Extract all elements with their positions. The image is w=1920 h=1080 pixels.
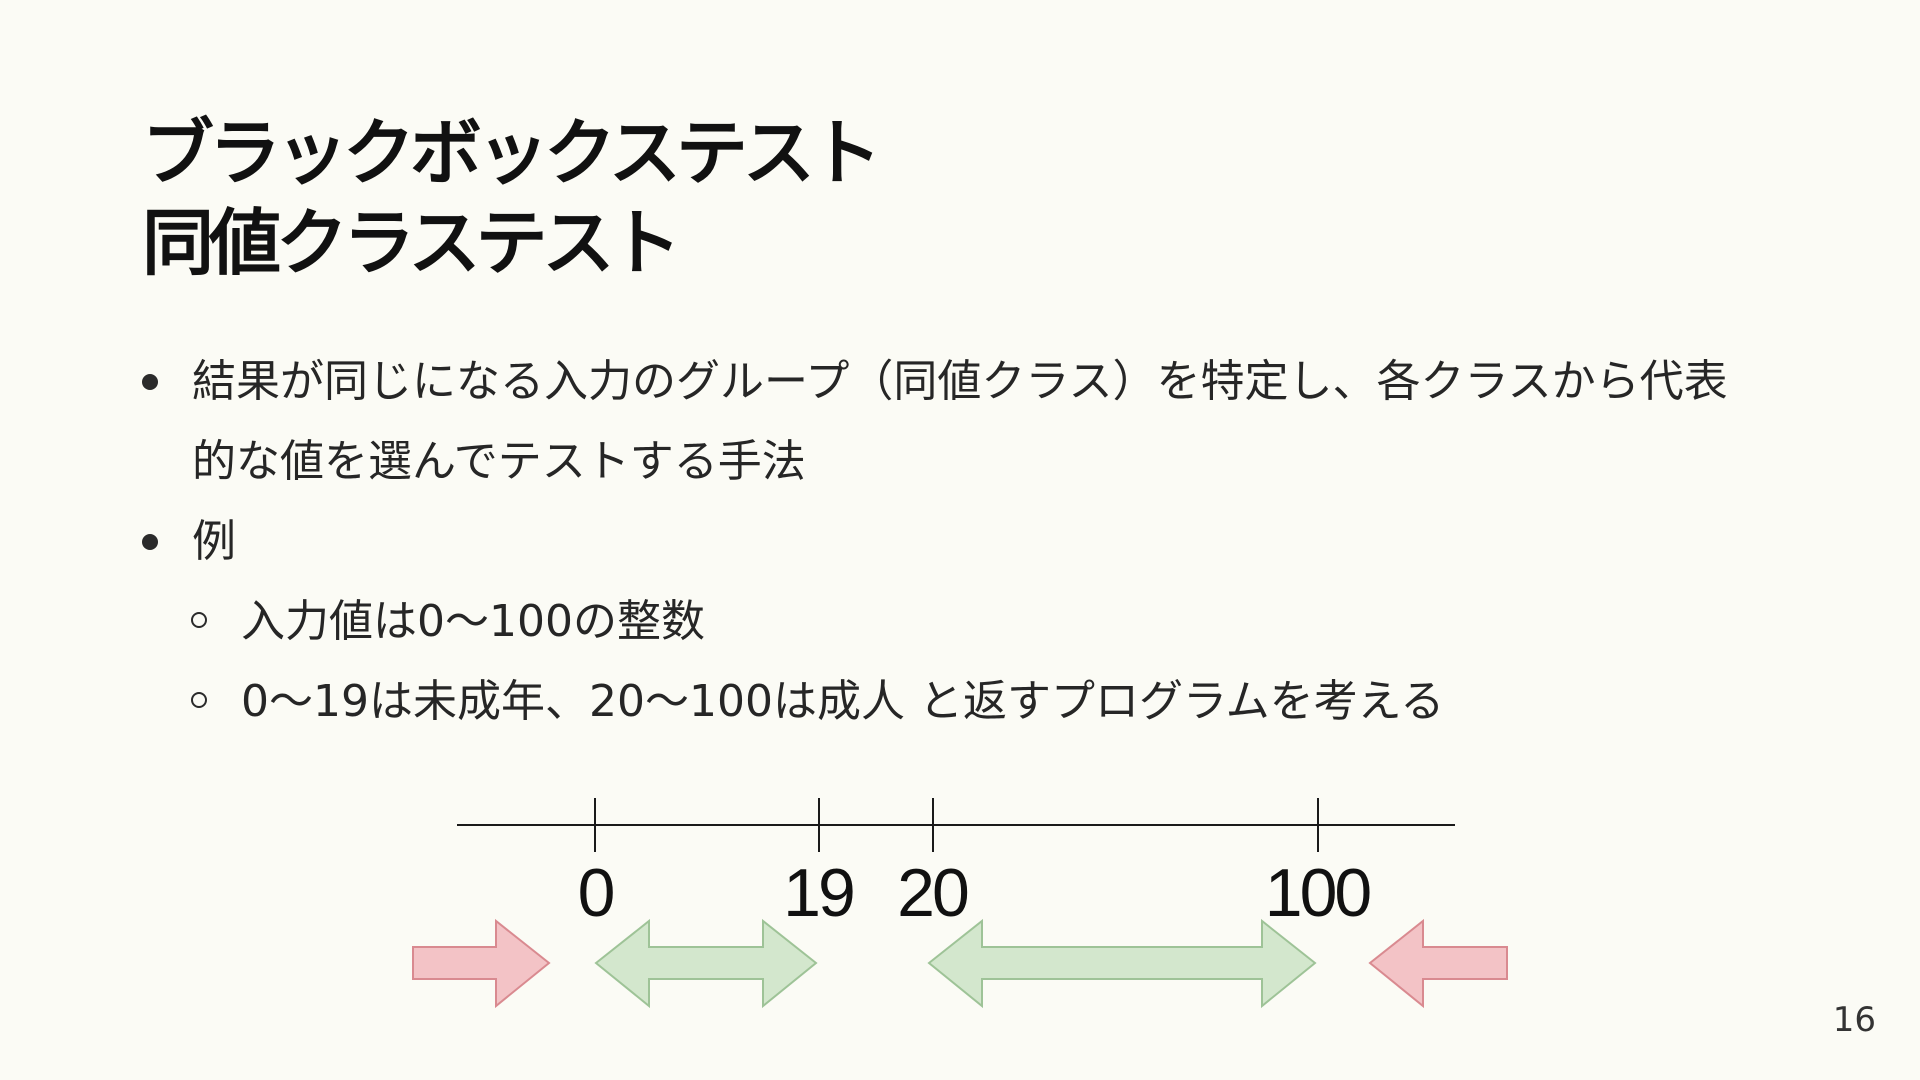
below-range-arrow (412, 918, 551, 1009)
bullet-list: 結果が同じになる入力のグループ（同値クラス）を特定し、各クラスから代表 的な値を… (142, 342, 1842, 742)
number-line-figure: 0 19 20 100 (412, 798, 1508, 1009)
bullet-text-line1: 結果が同じになる入力のグループ（同値クラス）を特定し、各クラスから代表 (192, 356, 1728, 407)
tick-label-100: 100 (1265, 855, 1371, 931)
tick-label-0: 0 (578, 855, 614, 931)
bullet-dot-icon (142, 374, 158, 390)
bullet-text-line2: 的な値を選んでテストする手法 (192, 436, 806, 487)
sub-bullet-input-range: 入力値は0〜100の整数 (142, 582, 1842, 662)
slide-title-line2: 同値クラステスト (142, 201, 682, 285)
equivalence-class-diagram: 0 19 20 100 (400, 780, 1530, 1020)
bullet-item-example: 例 (142, 502, 1842, 582)
slide-title-line1: ブラックボックステスト (142, 111, 882, 195)
minor-range-arrow (594, 918, 818, 1009)
sub-bullet-ring-icon (191, 692, 207, 708)
bullet-item-definition: 結果が同じになる入力のグループ（同値クラス）を特定し、各クラスから代表 的な値を… (142, 342, 1842, 502)
sub-bullet-program: 0〜19は未成年、20〜100は成人 と返すプログラムを考える (142, 662, 1842, 742)
slide-title: ブラックボックステスト 同値クラステスト (142, 108, 882, 288)
adult-range-arrow (927, 918, 1317, 1009)
page-number: 16 (1832, 1000, 1876, 1040)
sub-bullet-text: 0〜19は未成年、20〜100は成人 と返すプログラムを考える (241, 676, 1445, 727)
sub-bullet-text: 入力値は0〜100の整数 (241, 596, 705, 647)
above-range-arrow (1368, 918, 1508, 1009)
tick-label-20: 20 (897, 855, 968, 931)
bullet-dot-icon (142, 534, 158, 550)
bullet-text-example: 例 (192, 516, 236, 567)
tick-label-19: 19 (783, 855, 853, 931)
sub-bullet-ring-icon (191, 612, 207, 628)
